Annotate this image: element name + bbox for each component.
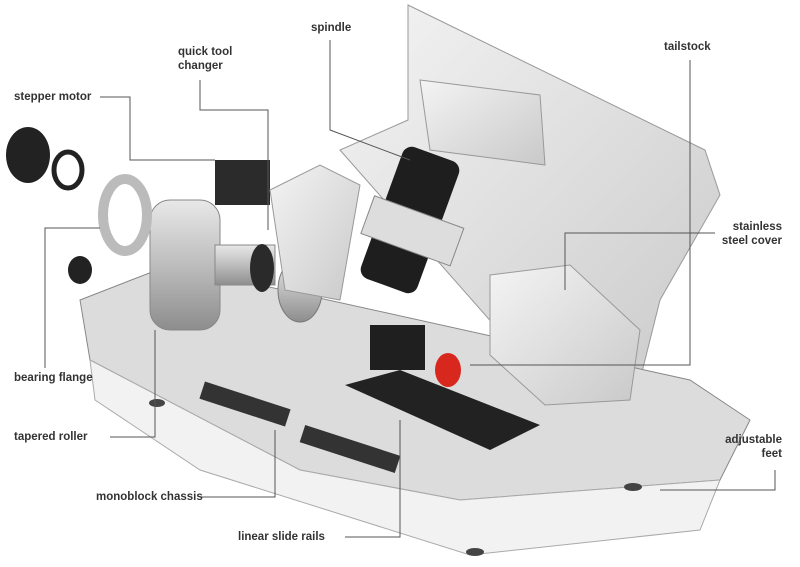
foot (149, 399, 165, 407)
quick-tool-changer (269, 164, 361, 301)
linear-slide-rails (345, 370, 540, 450)
label-monoblock-chassis: monoblock chassis (96, 491, 203, 503)
tool-post (370, 325, 425, 370)
stepper-motor (215, 160, 270, 205)
leader-quick-tool-changer (199, 80, 269, 230)
headstock (149, 199, 221, 331)
leader-tailstock (470, 60, 691, 366)
leader-monoblock-chassis (200, 430, 276, 498)
spindle-housing (419, 79, 546, 166)
spindle-clamp (360, 195, 465, 267)
leader-adjustable-feet (660, 470, 776, 491)
label-adjustable-feet-2: feet (761, 448, 782, 460)
leader-spindle (329, 40, 411, 161)
pulley (250, 244, 274, 292)
label-quick-tool-changer-1: quick tool (178, 46, 233, 58)
label-bearing-flange: bearing flange (14, 372, 93, 384)
leader-bearing-flange (44, 227, 100, 368)
label-spindle: spindle (311, 22, 352, 34)
label-stainless-cover-1: stainless (732, 221, 782, 233)
chassis-slot (199, 381, 291, 427)
leader-tapered-roller (110, 330, 156, 438)
label-stainless-cover-2: steel cover (721, 235, 782, 247)
label-tailstock: tailstock (664, 41, 711, 53)
label-quick-tool-changer-2: changer (178, 60, 223, 72)
label-tapered-roller: tapered roller (14, 431, 88, 443)
label-adjustable-feet-1: adjustable (725, 434, 782, 446)
foot (624, 483, 642, 491)
leader-linear-slide-rails (345, 420, 401, 538)
tailstock-cover (489, 264, 641, 406)
bearing-flange (98, 174, 152, 256)
label-stepper-motor: stepper motor (14, 91, 92, 103)
label-linear-slide-rails: linear slide rails (238, 531, 325, 543)
flange-nut (51, 149, 85, 191)
foot (466, 548, 484, 556)
timing-pulley-large (6, 127, 50, 183)
chassis-slot (299, 424, 401, 474)
leader-lines (44, 40, 776, 538)
timing-pulley-small (68, 256, 92, 284)
leader-stepper-motor (100, 96, 215, 161)
leader-stainless-cover (564, 232, 715, 290)
chassis-base (89, 359, 721, 556)
red-knob (435, 353, 461, 387)
